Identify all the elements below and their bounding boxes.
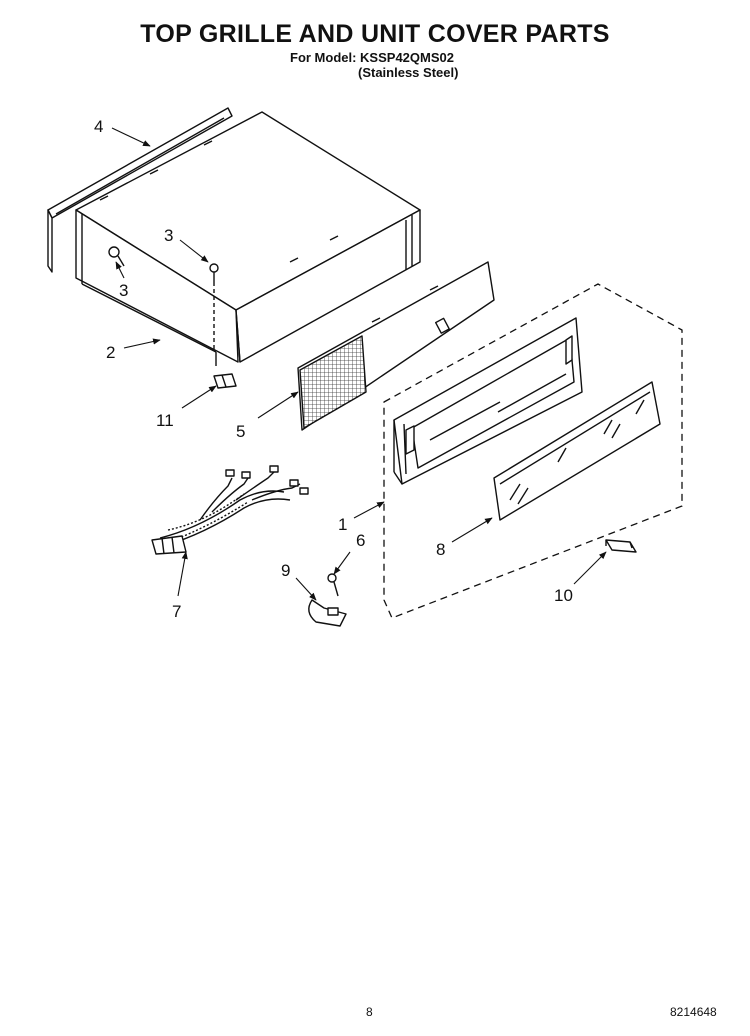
part-1-grille-frame (393, 317, 583, 485)
callout-11: 11 (156, 411, 174, 430)
callout-4: 4 (94, 117, 103, 136)
part-7-wire-harness (151, 465, 309, 555)
leader-arrows (111, 127, 607, 601)
part-2-unit-cover (75, 111, 421, 366)
part-11-clip (213, 373, 237, 389)
callout-labels: 4 3 3 2 11 5 1 8 6 9 7 10 (94, 117, 573, 621)
part-8-glass-panel (493, 381, 661, 521)
callout-5: 5 (236, 422, 245, 441)
document-code: 8214648 (670, 1005, 717, 1019)
callout-7: 7 (172, 602, 181, 621)
model-line: For Model: KSSP42QMS02 (290, 50, 454, 65)
part-4-rear-trim-panel (47, 107, 233, 273)
part-5-grille-panel (297, 261, 495, 431)
part-3-screw-right (209, 263, 219, 350)
part-3-screw-left (108, 246, 125, 267)
callout-1: 1 (338, 515, 347, 534)
callout-10: 10 (554, 586, 573, 605)
page-number: 8 (366, 1005, 373, 1019)
callout-9: 9 (281, 561, 290, 580)
part-10-bracket (605, 539, 637, 553)
part-1-assembly-boundary (383, 283, 683, 619)
part-6-screw (327, 573, 339, 597)
callout-6: 6 (356, 531, 365, 550)
callout-8: 8 (436, 540, 445, 559)
callout-2: 2 (106, 343, 115, 362)
callout-3-upper: 3 (164, 226, 173, 245)
callout-3-lower: 3 (119, 281, 128, 300)
part-9-clip (308, 599, 347, 627)
page-title: TOP GRILLE AND UNIT COVER PARTS (140, 20, 610, 48)
finish-line: (Stainless Steel) (358, 65, 459, 80)
